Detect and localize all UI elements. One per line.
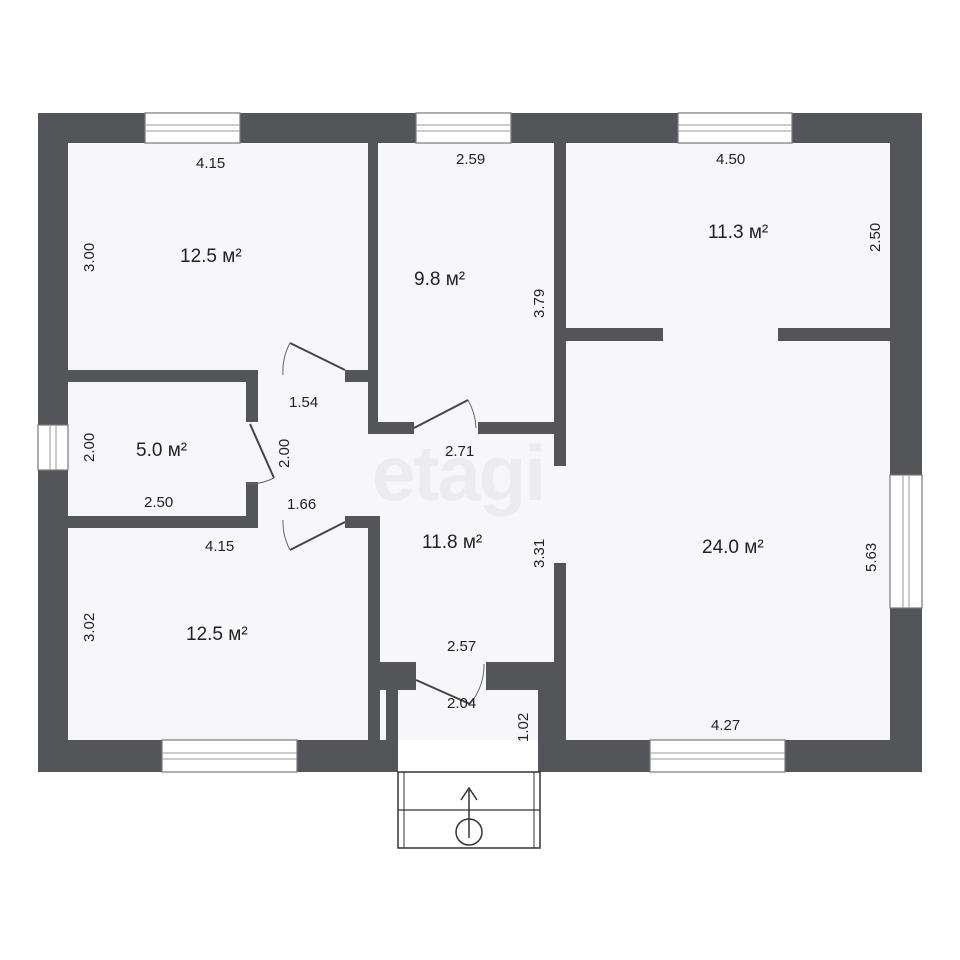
door-small-room [245, 423, 275, 485]
dim-hall-top: 2.71 [445, 443, 474, 460]
dim-large-width: 4.27 [711, 717, 740, 734]
area-small-left: 5.0 м² [136, 440, 187, 461]
dim-top-mid-width: 2.59 [456, 151, 485, 168]
dim-top-mid-height: 3.79 [531, 289, 548, 318]
window-top-middle [415, 112, 512, 144]
window-top-left [144, 112, 241, 144]
dim-hall-bottom: 2.57 [447, 638, 476, 655]
dim-corridor-top: 1.54 [289, 394, 318, 411]
area-top-middle: 9.8 м² [414, 269, 465, 290]
door-entrance [415, 663, 485, 705]
area-large-right: 24.0 м² [702, 537, 764, 558]
window-bottom-right [649, 739, 786, 773]
dim-top-right-height: 2.50 [867, 223, 884, 252]
dim-bottom-left-width: 4.15 [205, 538, 234, 555]
area-hall: 11.8 м² [422, 532, 482, 553]
vestibule-floor [398, 690, 538, 740]
door-bottom-left-room [282, 519, 346, 551]
entrance-circle-icon [455, 818, 483, 846]
dim-large-height: 5.63 [863, 543, 880, 572]
entrance-stairs [397, 771, 541, 849]
area-bottom-left: 12.5 м² [186, 624, 248, 645]
dim-hall-right: 3.31 [531, 539, 548, 568]
window-top-right [677, 112, 793, 144]
dim-vestibule-height: 1.02 [515, 713, 532, 742]
dim-bottom-left-height: 3.02 [81, 613, 98, 642]
dim-top-left-height: 3.00 [81, 243, 98, 272]
window-bottom-left [161, 739, 298, 773]
doors [245, 342, 485, 705]
arrow-head-icon [460, 786, 478, 801]
area-top-left: 12.5 м² [180, 246, 242, 267]
dimension-labels: 4.15 3.00 2.59 3.79 4.50 2.50 2.00 2.50 … [81, 151, 884, 742]
dim-small-width: 2.50 [144, 494, 173, 511]
dim-small-height: 2.00 [81, 433, 98, 462]
dim-vestibule-width: 2.04 [447, 695, 476, 712]
windows [37, 112, 923, 773]
floor-area [68, 143, 890, 740]
door-top-left-room [282, 342, 346, 376]
dim-corridor-vertical: 2.00 [276, 439, 293, 468]
area-top-right: 11.3 м² [708, 222, 768, 243]
dim-top-right-width: 4.50 [716, 151, 745, 168]
door-middle-room [413, 399, 477, 429]
interior-walls [68, 143, 890, 772]
window-right [889, 474, 923, 609]
dim-corridor-bottom: 1.66 [287, 496, 316, 513]
dim-top-left-width: 4.15 [196, 155, 225, 172]
window-left [37, 424, 69, 471]
room-areas: 12.5 м² 9.8 м² 11.3 м² 5.0 м² 11.8 м² 24… [136, 222, 768, 645]
watermark: etagi [372, 429, 544, 517]
